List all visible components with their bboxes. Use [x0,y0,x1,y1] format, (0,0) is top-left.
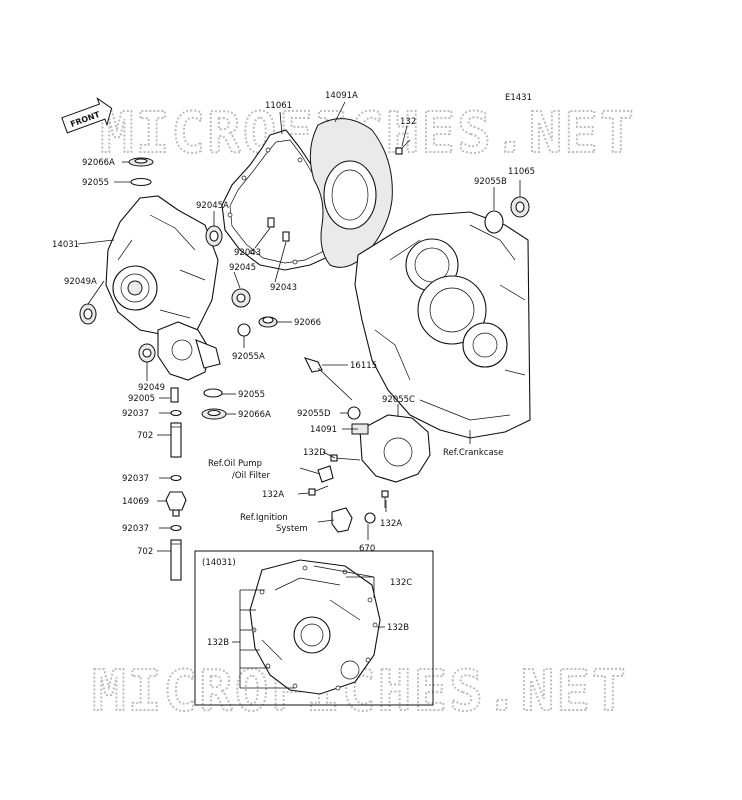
label-14091A: 14091A [325,91,358,101]
label-14069: 14069 [122,497,149,507]
label-132B-left: 132B [207,638,229,648]
diagram-code: E1431 [505,93,532,103]
clamp-92037-b [170,474,182,482]
label-132-top: 132 [400,117,416,127]
dowel-92043-b [282,231,290,242]
label-92055-top: 92055 [82,178,109,188]
crankcase [354,211,531,439]
label-702-b: 702 [137,547,153,557]
label-92055A: 92055A [232,352,265,362]
label-14091: 14091 [310,425,337,435]
dowel-92043-a [267,217,275,228]
fitting-14069 [165,491,187,517]
clamp-92037-a [170,409,182,417]
o-ring-92055B [484,210,504,234]
ref-oil-pump-line1: Ref.Oil Pump [208,459,262,469]
o-ring-670 [364,512,376,524]
bearing-92045A [205,225,223,247]
seal-92066A-top [128,157,154,167]
label-92066: 92066 [294,318,321,328]
label-132A-a: 132A [262,490,284,500]
o-ring-92055D [347,406,361,420]
label-92066A-mid: 92066A [238,410,271,420]
pump-housing [157,321,221,381]
bolt-132D [330,454,361,462]
fitting-92005 [170,387,179,403]
label-132B-right: 132B [387,623,409,633]
label-92043-a: 92043 [234,248,261,258]
label-92045: 92045 [229,263,256,273]
label-92005: 92005 [128,394,155,404]
bolt-132A-a [308,485,329,496]
oil-filter-part [317,465,334,483]
ignition-part [331,507,353,533]
label-702-a: 702 [137,431,153,441]
inset-label: (14031) [202,558,236,568]
label-16115: 16115 [350,361,377,371]
o-ring-92055-top [130,177,152,187]
cover-14031 [105,195,219,337]
leader-lines [77,101,521,552]
label-11061: 11061 [265,101,292,111]
o-ring-92055A [237,323,251,337]
part-labels: 11061 14091A 132 11065 92055B 92066A 920… [52,91,535,648]
label-92037-c: 92037 [122,524,149,534]
label-92055D: 92055D [297,409,331,419]
label-92037-a: 92037 [122,409,149,419]
label-670: 670 [359,544,375,554]
reference-labels: Ref.Oil Pump /Oil Filter Ref.Ignition Sy… [208,448,503,534]
seal-92066A-mid [201,408,227,420]
label-132C: 132C [390,578,412,588]
plate-14091A [309,118,393,268]
label-92055-mid: 92055 [238,390,265,400]
ref-ignition-line1: Ref.Ignition [240,513,288,523]
label-92055B: 92055B [474,177,507,187]
label-92037-b: 92037 [122,474,149,484]
label-92043-b: 92043 [270,283,297,293]
label-132D: 132D [303,448,326,458]
seal-92049A [79,303,97,325]
o-ring-92055-mid [203,388,223,398]
ref-ignition-line2: System [276,524,308,534]
ref-oil-pump-line2: /Oil Filter [232,471,271,481]
bearing-92045 [231,288,251,308]
dipstick-16115 [303,357,353,401]
label-14031: 14031 [52,240,79,250]
seal-11065 [510,196,530,218]
label-92049: 92049 [138,383,165,393]
hose-702-a [170,422,182,458]
label-92049A: 92049A [64,277,97,287]
label-92045A: 92045A [196,201,229,211]
clamp-92037-c [170,524,182,532]
inset-box [194,550,434,706]
plug-92066 [258,316,278,328]
label-92066A-top: 92066A [82,158,115,168]
label-92055C: 92055C [382,395,415,405]
label-11065: 11065 [508,167,535,177]
bolt-132A-b [381,490,389,508]
seal-92049 [138,343,156,363]
bolt-132-top [395,139,411,155]
cover-14091 [351,414,431,483]
label-132A-b: 132A [380,519,402,529]
ref-crankcase: Ref.Crankcase [443,448,503,458]
hose-702-b [170,539,182,581]
